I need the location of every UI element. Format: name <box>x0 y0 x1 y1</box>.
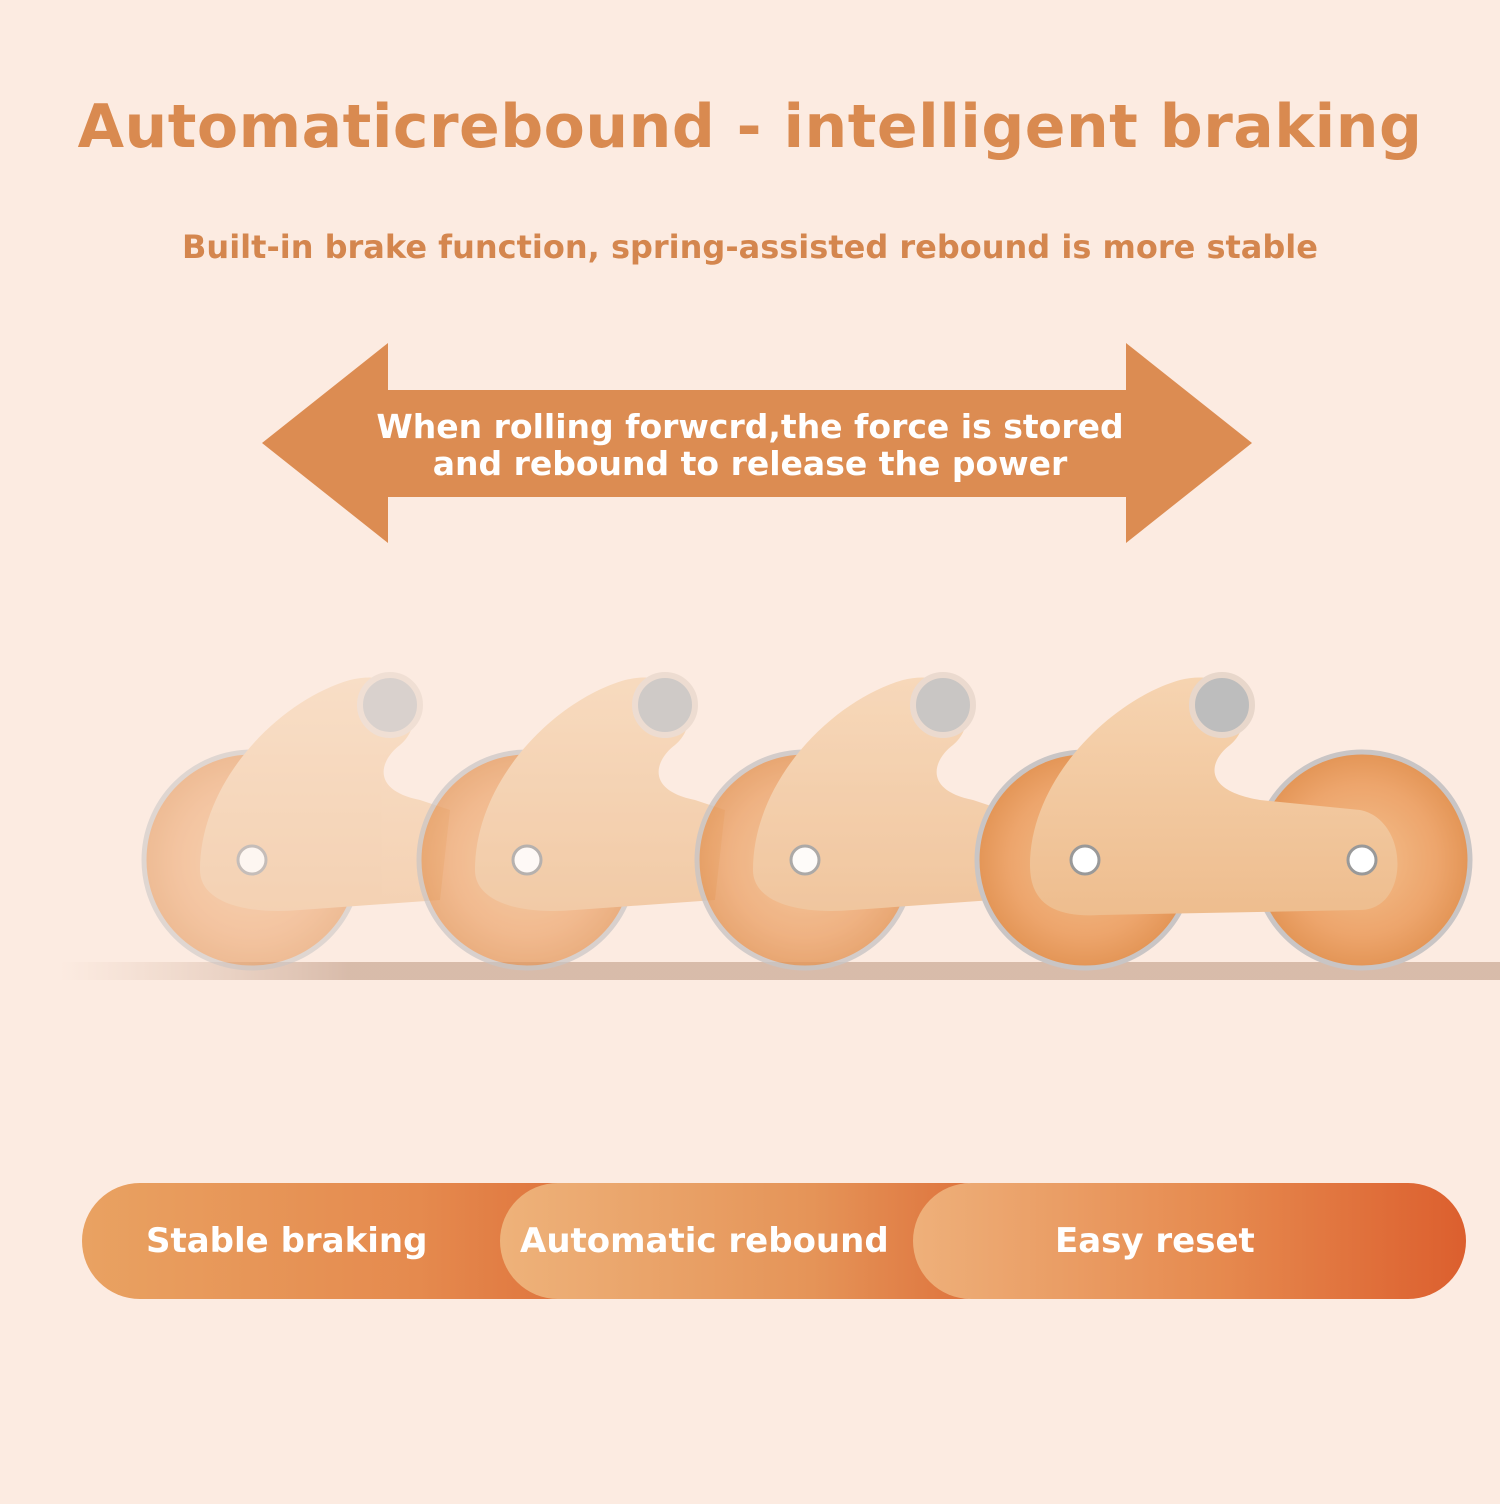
page-title: Automaticrebound - intelligent braking <box>77 92 1423 162</box>
arrow-caption-line-1: When rolling forwcrd,the force is stored <box>376 407 1124 446</box>
ab-roller-illustration <box>0 640 1500 1000</box>
roller-main <box>974 672 1473 971</box>
roller-ghost-1 <box>141 672 450 971</box>
feature-label: Easy reset <box>1055 1221 1255 1261</box>
arrow-caption-line-2: and rebound to release the power <box>432 444 1068 483</box>
feature-label: Stable braking <box>146 1221 428 1261</box>
ab-roller-image <box>60 672 1500 980</box>
page-subtitle: Built-in brake function, spring-assisted… <box>182 228 1318 266</box>
arrow-caption: When rolling forwcrd,the force is stored… <box>300 408 1200 482</box>
feature-label: Automatic rebound <box>520 1221 889 1261</box>
roller-ghost-2 <box>416 672 725 971</box>
roller-ghost-3 <box>694 672 1003 971</box>
feature-pill-easy-reset: Easy reset <box>913 1183 1466 1299</box>
